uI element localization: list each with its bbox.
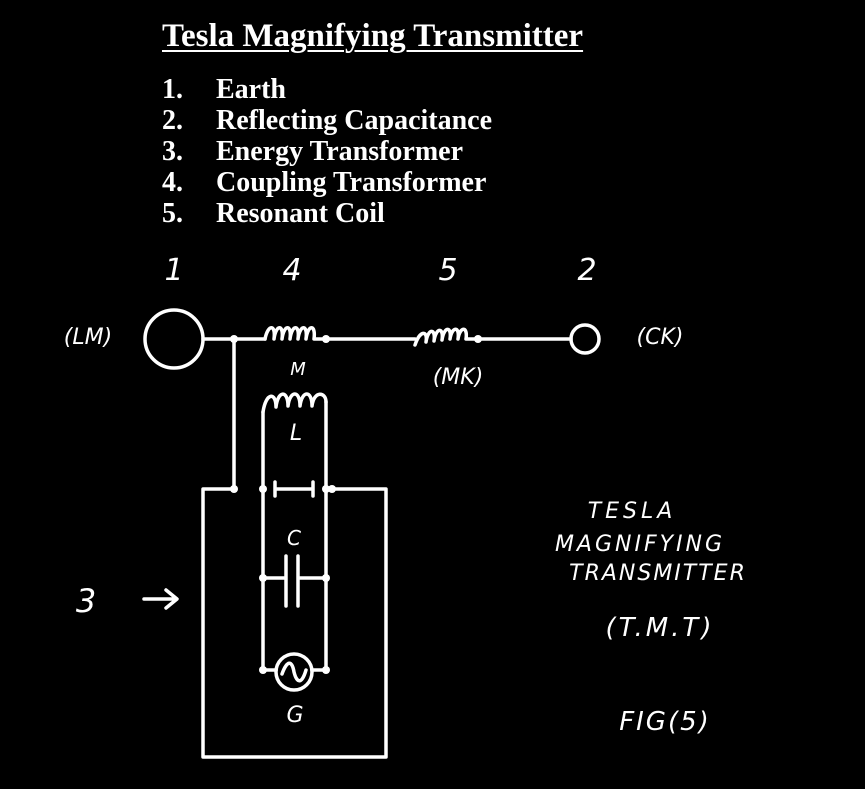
coil-coupling-secondary — [263, 326, 328, 341]
outer-loop — [201, 487, 388, 759]
junction-dot — [322, 335, 330, 343]
figure-label: FIG(5) — [619, 707, 711, 737]
label-lm: (LM) — [64, 325, 112, 350]
junction-dot — [322, 666, 330, 674]
legend-number: 4. — [162, 167, 183, 198]
inner-crossbar — [273, 480, 315, 498]
label-mk: (MK) — [433, 365, 484, 390]
legend-label: Energy Transformer — [216, 136, 464, 167]
junction-dot — [328, 485, 336, 493]
legend-label: Reflecting Capacitance — [216, 105, 493, 136]
legend-label: Earth — [216, 74, 286, 105]
component-number-4: 4 — [282, 253, 301, 288]
component-number-5: 5 — [438, 253, 457, 288]
capacitance-terminal — [569, 323, 601, 355]
generator-symbol — [274, 652, 314, 692]
label-m: M — [290, 359, 306, 380]
component-number-2: 2 — [577, 253, 596, 288]
legend-number: 1. — [162, 74, 183, 105]
legend-number: 2. — [162, 105, 183, 136]
arrow-right-icon — [142, 588, 179, 610]
page-title: Tesla Magnifying Transmitter — [162, 18, 584, 54]
note-line-1: TESLA — [588, 499, 677, 524]
coil-resonant — [413, 327, 480, 347]
junction-dot — [322, 485, 330, 493]
note-line-3: TRANSMITTER — [569, 561, 747, 586]
junction-dot — [259, 485, 267, 493]
junction-dot — [259, 574, 267, 582]
legend-label: Coupling Transformer — [216, 167, 487, 198]
legend-item-earth: 1. Earth — [162, 74, 492, 105]
sine-wave-icon — [280, 661, 308, 683]
junction-dot — [322, 574, 330, 582]
earth-terminal — [143, 308, 205, 370]
legend-list: 1. Earth 2. Reflecting Capacitance 3. Energ… — [162, 74, 492, 229]
capacitor-c — [261, 554, 328, 608]
legend-item-resonant-coil: 5. Resonant Coil — [162, 198, 492, 229]
note-line-4: (T.M.T) — [606, 613, 715, 643]
legend-item-reflecting-capacitance: 2. Reflecting Capacitance — [162, 105, 492, 136]
label-l: L — [290, 421, 302, 446]
legend-item-energy-transformer: 3. Energy Transformer — [162, 136, 492, 167]
legend-number: 5. — [162, 198, 183, 229]
label-c: C — [287, 526, 301, 550]
component-number-1: 1 — [164, 253, 183, 288]
legend-number: 3. — [162, 136, 183, 167]
label-g: G — [286, 703, 303, 728]
junction-dot — [230, 335, 238, 343]
coil-primary — [261, 392, 328, 414]
label-ck: (CK) — [637, 325, 684, 350]
junction-dot — [474, 335, 482, 343]
note-line-2: MAGNIFYING — [555, 532, 725, 557]
component-number-3: 3 — [76, 582, 96, 620]
junction-dot — [259, 666, 267, 674]
legend-label: Resonant Coil — [216, 198, 385, 229]
junction-dot — [230, 485, 238, 493]
legend-item-coupling-transformer: 4. Coupling Transformer — [162, 167, 492, 198]
